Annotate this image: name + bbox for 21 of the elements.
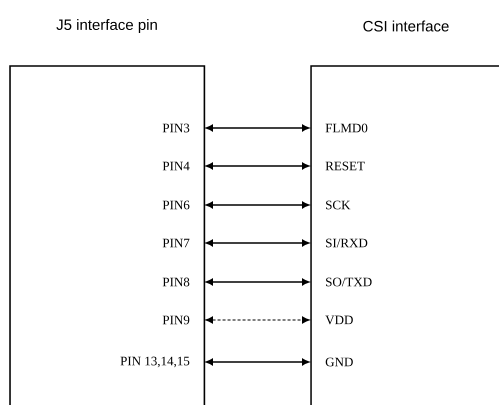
double-arrow (206, 124, 310, 132)
pin-label: PIN 13,14,15 (120, 356, 190, 368)
double-arrow (206, 162, 310, 170)
double-arrow (206, 278, 310, 286)
signal-label: GND (326, 358, 353, 366)
signal-label: SCK (326, 200, 350, 210)
double-arrow (206, 358, 310, 366)
double-arrow (206, 202, 310, 208)
signal-label: SI/RXD (326, 238, 368, 248)
pin-label: PIN8 (162, 278, 190, 286)
pin-label: PIN7 (162, 238, 190, 248)
signal-label: RESET (326, 162, 365, 170)
signal-label: VDD (325, 316, 353, 324)
pin-label: PIN9 (162, 316, 190, 324)
signal-label: FLMD0 (326, 124, 368, 132)
pin-label: PIN6 (162, 200, 190, 210)
signal-label: SO/TXD (326, 278, 372, 286)
pin-label: PIN3 (162, 124, 190, 132)
double-arrow (206, 240, 310, 246)
pin-label: PIN4 (162, 162, 190, 170)
double-arrow (205, 316, 310, 324)
